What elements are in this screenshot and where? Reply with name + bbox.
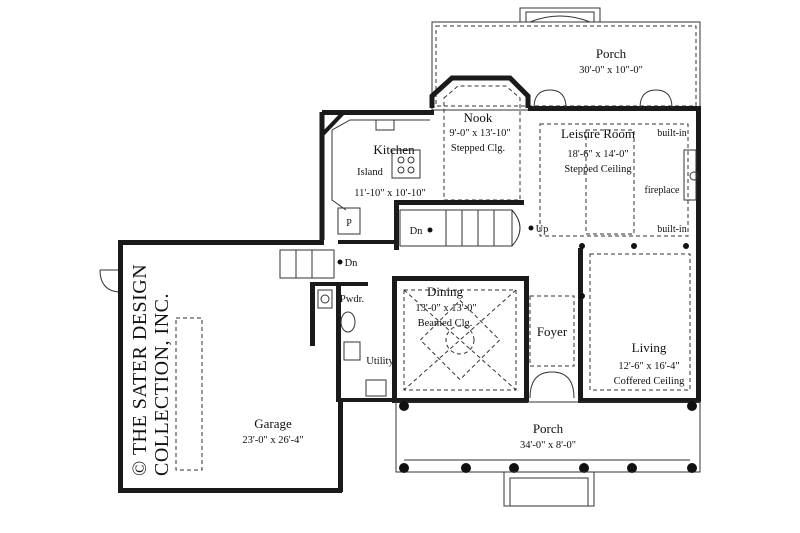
kitchen [331, 119, 430, 235]
front-door [529, 371, 575, 399]
stair-down-label: Dn [410, 226, 424, 237]
front-porch [395, 401, 701, 507]
kitchen-name: Kitchen [373, 142, 415, 157]
living-name: Living [632, 340, 667, 355]
leisure-inner-ceiling [585, 129, 635, 235]
dining-name: Dining [427, 284, 464, 299]
nook-note: Stepped Clg. [451, 143, 505, 154]
exterior-walls [99, 75, 701, 493]
powder-name: Pwdr. [340, 294, 364, 305]
leisure-note: Stepped Ceiling [564, 164, 632, 175]
leisure-name: Leisure Room [561, 126, 635, 141]
interior-walls [310, 200, 700, 403]
powder-fixtures [317, 289, 387, 397]
garage-dims: 23'-0" x 26'-4" [242, 435, 303, 446]
fireplace-label: fireplace [645, 185, 681, 196]
foyer-outline [529, 295, 575, 367]
pantry-label: P [346, 218, 352, 229]
front-porch-dims: 34'-0" x 8'-0" [520, 440, 576, 451]
builtin-top-label: built-in [657, 128, 686, 139]
nook-name: Nook [464, 110, 493, 125]
builtin-bottom-label: built-in [657, 224, 686, 235]
island-label: Island [357, 167, 383, 178]
kitchen-dims: 11'-10" x 10'-10" [354, 188, 425, 199]
leisure-ceiling [539, 123, 689, 237]
leisure-dims: 18'-6" x 14'-0" [567, 149, 628, 160]
living-dims: 12'-6" x 16'-4" [618, 361, 679, 372]
stair-up-label: Up [536, 224, 549, 235]
nook-dims: 9'-0" x 13'-10" [449, 128, 510, 139]
rear-porch-name: Porch [596, 46, 627, 61]
foyer-name: Foyer [537, 324, 568, 339]
rear-porch [431, 7, 701, 111]
dining-dims: 13'-0" x 13'-0" [415, 303, 476, 314]
living-note: Coffered Ceiling [614, 376, 685, 387]
garage-down-label: Dn [345, 258, 359, 269]
living-ceiling [589, 253, 691, 391]
dining-note: Beamed Clg. [418, 318, 473, 329]
utility-name: Utility [366, 356, 394, 367]
copyright-line2: COLLECTION, INC. [151, 293, 173, 476]
copyright-line1: © THE SATER DESIGN [129, 264, 151, 476]
rear-door-right [639, 89, 673, 109]
fireplace [683, 149, 699, 201]
dining-ceiling [403, 289, 517, 391]
front-porch-name: Porch [533, 421, 564, 436]
rear-porch-dims: 30'-0" x 10"-0" [579, 65, 643, 76]
column-dots [579, 243, 689, 299]
copyright-block: © THE SATER DESIGN COLLECTION, INC. [129, 264, 173, 476]
rear-door-left [533, 89, 567, 109]
stair [399, 209, 534, 247]
garage-name: Garage [254, 416, 292, 431]
garage-steps [279, 249, 343, 279]
